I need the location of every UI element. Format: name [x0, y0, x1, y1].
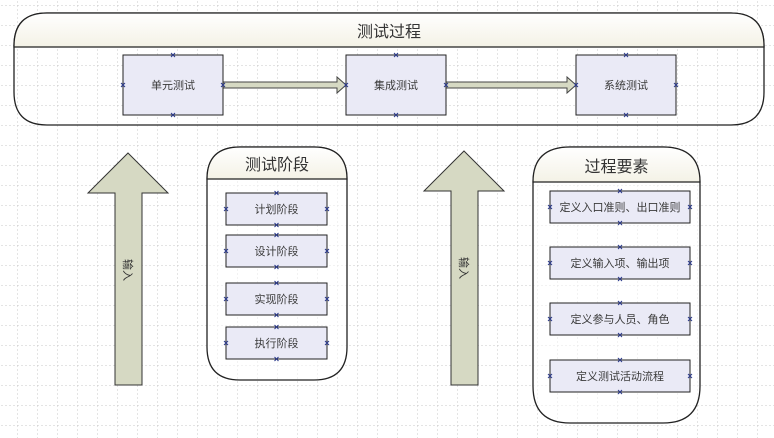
element-label: 定义测试活动流程: [576, 370, 664, 383]
connection-handle-icon[interactable]: [547, 373, 553, 379]
elements-panel-title: 过程要素: [584, 156, 649, 176]
connection-handle-icon[interactable]: [274, 312, 279, 318]
connection-handle-icon[interactable]: [343, 82, 349, 88]
input-arrow-right[interactable]: [422, 150, 506, 386]
connection-handle-icon[interactable]: [687, 373, 693, 379]
step-label-system-test: 系统测试: [604, 79, 648, 92]
connection-handle-icon[interactable]: [223, 206, 229, 212]
elements-panel-header: [532, 146, 701, 183]
connection-handle-icon[interactable]: [617, 332, 623, 338]
connection-handle-icon[interactable]: [687, 316, 693, 322]
connection-handle-icon[interactable]: [170, 112, 176, 118]
connection-handle-icon[interactable]: [623, 52, 629, 58]
connection-handle-icon[interactable]: [443, 82, 449, 88]
process-header: [13, 12, 765, 48]
connection-handle-icon[interactable]: [274, 190, 279, 196]
connection-handle-icon[interactable]: [617, 389, 623, 395]
connection-handle-icon[interactable]: [393, 112, 399, 118]
connection-handle-icon[interactable]: [274, 280, 279, 286]
connection-handle-icon[interactable]: [573, 82, 579, 88]
flow-arrow-1[interactable]: [222, 75, 347, 95]
connection-handle-icon[interactable]: [274, 232, 279, 238]
connection-handle-icon[interactable]: [617, 276, 623, 282]
connection-handle-icon[interactable]: [617, 188, 623, 194]
connection-handle-icon[interactable]: [220, 82, 226, 88]
connection-handle-icon[interactable]: [547, 316, 553, 322]
connection-handle-icon[interactable]: [120, 82, 126, 88]
connection-handle-icon[interactable]: [170, 52, 176, 58]
connection-handle-icon[interactable]: [617, 220, 623, 226]
connection-handle-icon[interactable]: [223, 340, 229, 346]
connection-handle-icon[interactable]: [617, 244, 623, 250]
input-arrow-right-label: 输入: [457, 257, 470, 279]
connection-handle-icon[interactable]: [324, 206, 330, 212]
process-title: 测试过程: [356, 22, 421, 41]
connection-handle-icon[interactable]: [324, 248, 330, 254]
connection-handle-icon[interactable]: [547, 204, 553, 210]
connection-handle-icon[interactable]: [623, 112, 629, 118]
connection-handle-icon[interactable]: [223, 296, 229, 302]
element-label: 定义输入项、输出项: [570, 257, 670, 270]
connection-handle-icon[interactable]: [274, 356, 279, 362]
stage-label: 实现阶段: [254, 293, 299, 306]
connection-handles: [120, 52, 693, 395]
connection-handle-icon[interactable]: [274, 222, 279, 228]
connection-handle-icon[interactable]: [547, 260, 553, 266]
connection-handle-icon[interactable]: [324, 296, 330, 302]
stages-panel-title: 测试阶段: [244, 155, 309, 174]
element-box[interactable]: [549, 246, 691, 280]
stage-label: 设计阶段: [254, 245, 299, 258]
input-arrow-left-label: 输入: [121, 259, 134, 281]
process-container[interactable]: [13, 12, 765, 126]
step-label-integration-test: 集成测试: [374, 79, 418, 92]
step-label-unit-test: 单元测试: [151, 79, 195, 92]
connection-handle-icon[interactable]: [687, 204, 693, 210]
element-label: 定义入口准则、出口准则: [559, 201, 681, 214]
element-label: 定义参与人员、角色: [570, 313, 670, 326]
connection-handle-icon[interactable]: [687, 260, 693, 266]
stage-label: 执行阶段: [254, 337, 299, 350]
connection-handle-icon[interactable]: [673, 82, 679, 88]
connection-handle-icon[interactable]: [617, 300, 623, 306]
connection-handle-icon[interactable]: [223, 248, 229, 254]
connection-handle-icon[interactable]: [617, 357, 623, 363]
connection-handle-icon[interactable]: [393, 52, 399, 58]
connection-handle-icon[interactable]: [274, 324, 279, 330]
connection-handle-icon[interactable]: [324, 340, 330, 346]
connection-handle-icon[interactable]: [274, 264, 279, 270]
input-arrow-left[interactable]: [86, 152, 170, 386]
stages-panel-header: [206, 146, 348, 180]
flow-arrow-2[interactable]: [445, 75, 577, 95]
stage-label: 计划阶段: [254, 203, 299, 216]
stage-box[interactable]: [225, 282, 328, 316]
